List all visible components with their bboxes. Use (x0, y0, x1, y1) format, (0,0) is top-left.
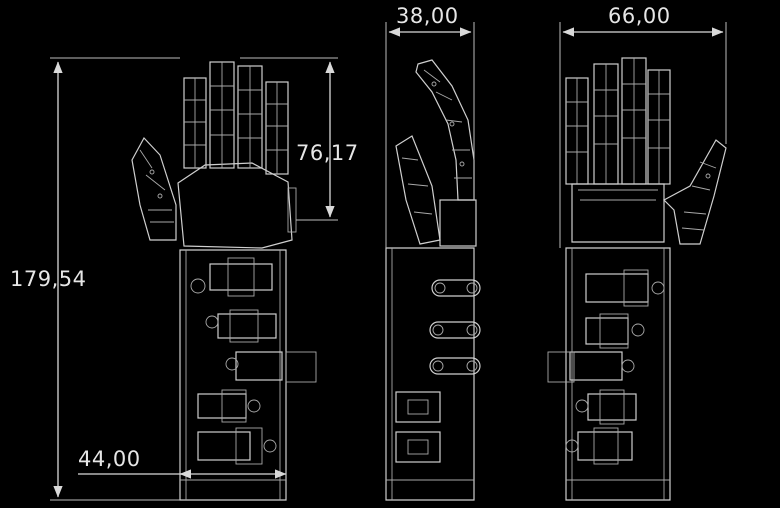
dimension-front-width: 44,00 (78, 447, 287, 479)
dimension-label-side-depth: 38,00 (396, 4, 459, 28)
dimension-label-height-total: 179,54 (10, 267, 86, 291)
front-view (131, 61, 317, 501)
dimension-side-depth: 38,00 (385, 4, 475, 248)
dimension-label-palm-finger-length: 76,17 (296, 141, 359, 165)
dimension-height-total: 179,54 (10, 57, 180, 501)
back-view (547, 57, 727, 501)
dimension-back-width: 66,00 (559, 4, 727, 248)
front-thumb (131, 136, 177, 241)
side-view (385, 59, 481, 501)
dimension-palm-finger-length: 76,17 (240, 57, 359, 221)
back-thumb (663, 139, 727, 245)
front-forearm (179, 249, 317, 501)
back-fingers (565, 57, 671, 185)
dimension-label-back-width: 66,00 (608, 4, 671, 28)
dimension-label-front-width: 44,00 (78, 447, 141, 471)
front-fingers (183, 61, 289, 175)
side-servo-horns (429, 279, 481, 375)
